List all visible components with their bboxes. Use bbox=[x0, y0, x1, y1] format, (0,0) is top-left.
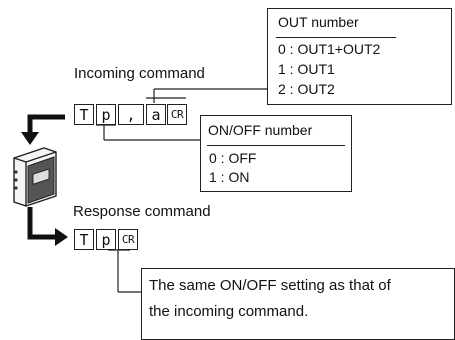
incoming-cell-cr: CR bbox=[167, 104, 187, 125]
onoff-number-option: 0 : OFF bbox=[209, 150, 257, 166]
onoff-number-divider bbox=[207, 145, 345, 146]
response-cell-p: p bbox=[96, 229, 116, 250]
out-number-title: OUT number bbox=[278, 14, 359, 30]
incoming-cell-p: p bbox=[96, 104, 116, 125]
note-box: The same ON/OFF setting as that of the i… bbox=[141, 268, 455, 340]
onoff-number-box: ON/OFF number 0 : OFF 1 : ON bbox=[200, 115, 352, 192]
down-arrow-icon bbox=[21, 114, 65, 145]
response-cell-t: T bbox=[74, 229, 94, 250]
incoming-cell-a: a bbox=[146, 104, 166, 125]
out-number-divider bbox=[276, 37, 396, 38]
out-number-option: 2 : OUT2 bbox=[278, 81, 335, 97]
out-number-box: OUT number 0 : OUT1+OUT2 1 : OUT1 2 : OU… bbox=[267, 8, 452, 105]
onoff-number-option: 1 : ON bbox=[209, 169, 250, 185]
onoff-number-title: ON/OFF number bbox=[208, 122, 313, 138]
right-arrow-icon bbox=[27, 207, 68, 246]
note-line: the incoming command. bbox=[149, 303, 309, 320]
connector-lines bbox=[13, 88, 267, 293]
out-number-option: 1 : OUT1 bbox=[278, 61, 335, 77]
note-line: The same ON/OFF setting as that of bbox=[149, 277, 391, 294]
incoming-cell-t: T bbox=[74, 104, 94, 125]
incoming-cell-comma: , bbox=[118, 104, 144, 125]
out-number-option: 0 : OUT1+OUT2 bbox=[278, 41, 381, 57]
response-command-label: Response command bbox=[73, 203, 211, 220]
incoming-command-label: Incoming command bbox=[74, 65, 205, 82]
sensor-device-icon bbox=[13, 147, 57, 207]
response-cell-cr: CR bbox=[118, 229, 138, 250]
